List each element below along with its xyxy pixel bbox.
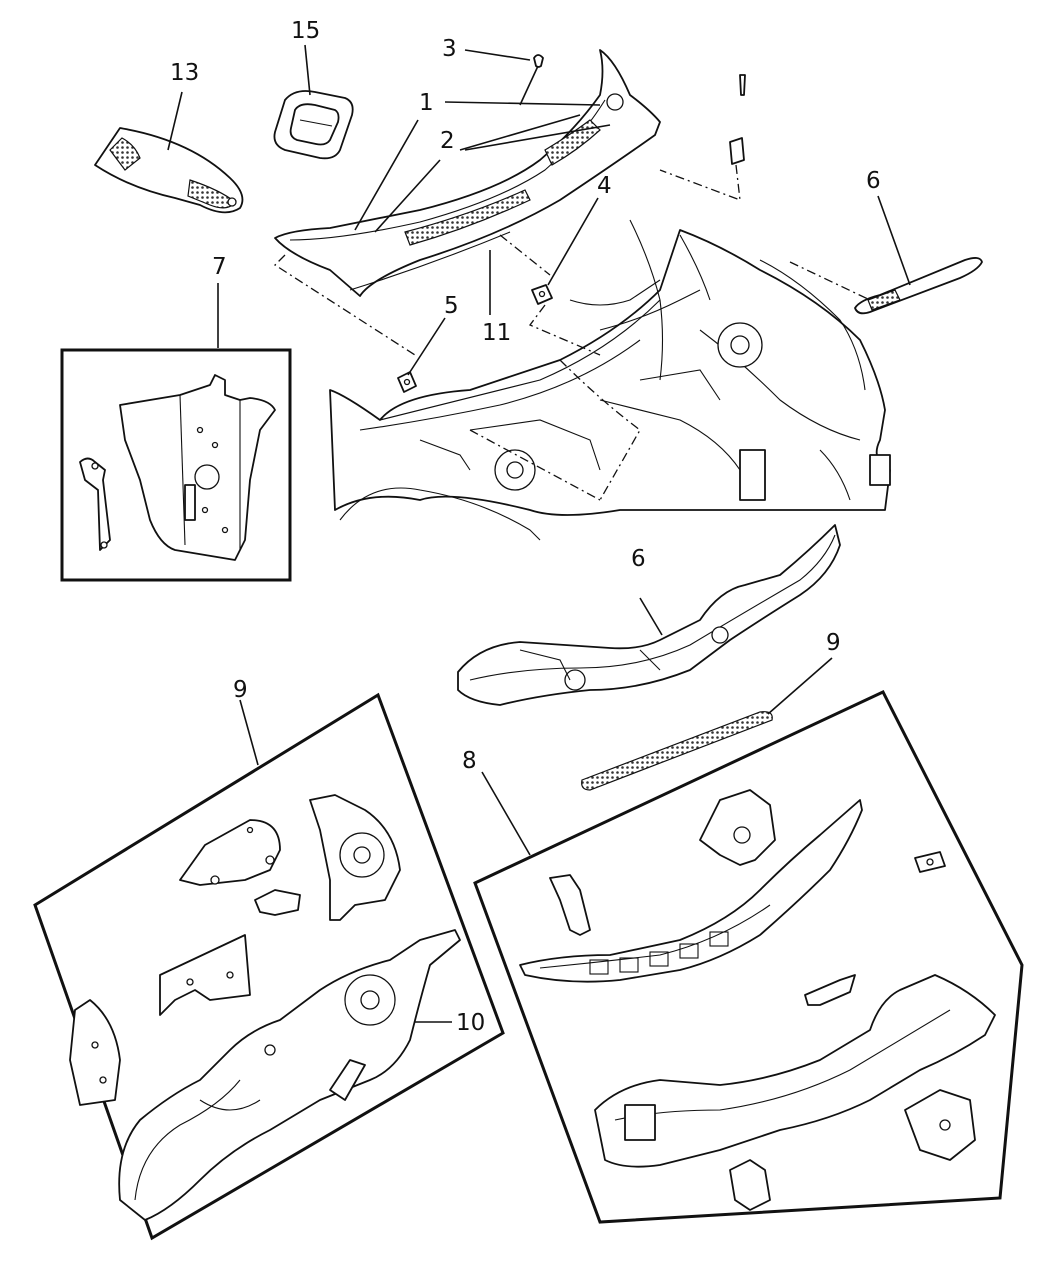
part-9-screen-strip: [581, 711, 773, 791]
callout-13: 13: [170, 60, 199, 86]
part-4-clip: [531, 284, 553, 305]
part-15-grommet: [273, 90, 354, 160]
part-3-screw: [519, 54, 544, 106]
inset-7: [60, 348, 292, 582]
part-6-plenum-extension: [854, 257, 983, 315]
callout-10: 10: [456, 1010, 485, 1036]
inset-8: [473, 690, 1024, 1224]
callout-3: 3: [442, 36, 457, 62]
callout-6-lower: 6: [631, 546, 646, 572]
callout-2: 2: [440, 128, 455, 154]
callout-6-upper: 6: [866, 168, 881, 194]
reference-lines: [273, 164, 871, 501]
callout-5: 5: [444, 293, 459, 319]
callout-9-strip: 9: [826, 630, 841, 656]
part-6-plenum-panel: [457, 524, 841, 706]
callout-4: 4: [597, 173, 612, 199]
callout-1: 1: [419, 90, 434, 116]
part-13-cowl-seal: [94, 127, 244, 214]
callout-15: 15: [291, 18, 320, 44]
leader-lines: [167, 44, 911, 1023]
callout-11: 11: [482, 320, 511, 346]
callout-8: 8: [462, 748, 477, 774]
callout-labels: 3 1 2 15 13 4 6 7 5 11 6 9 9 8 10: [170, 18, 881, 1036]
washer-nozzle: [729, 74, 746, 165]
callout-9-inset: 9: [233, 677, 248, 703]
callout-7: 7: [212, 254, 227, 280]
vehicle-front-structure: [329, 219, 891, 541]
inset-9: [33, 692, 505, 1241]
part-5-clip: [397, 371, 417, 393]
cowl-top-panel: [274, 49, 661, 297]
